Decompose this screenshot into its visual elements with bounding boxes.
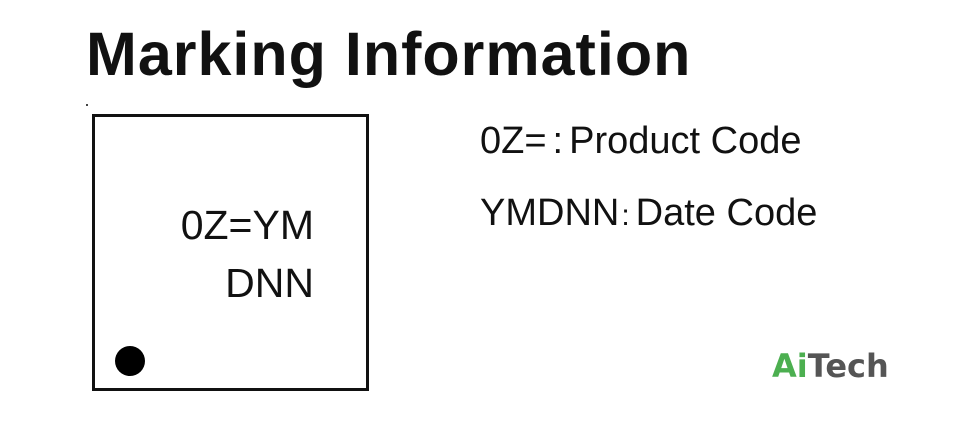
legend-separator: :	[552, 120, 564, 162]
legend-row-product-code: 0Z=:Product Code	[480, 122, 801, 160]
legend-description: Product Code	[569, 120, 802, 162]
chip-marking-line-1: 0Z=YM	[180, 202, 314, 248]
legend-code: 0Z=	[480, 120, 547, 162]
legend-row-date-code: YMDNN:Date Code	[480, 194, 817, 232]
legend-separator: :	[621, 199, 630, 232]
title-word-information: Information	[344, 20, 692, 88]
watermark-part-ai: Ai	[772, 347, 808, 385]
title-word-marking: Marking	[86, 20, 327, 88]
legend-code: YMDNN	[480, 192, 620, 234]
aitech-watermark-logo: AiTech	[772, 350, 889, 382]
watermark-part-tech: Tech	[807, 347, 889, 385]
stray-speck	[86, 104, 88, 106]
chip-marking-line-2: DNN	[225, 260, 314, 306]
legend-description: Date Code	[635, 192, 818, 234]
pin1-indicator-dot	[115, 346, 145, 376]
chip-package-outline: 0Z=YM DNN	[92, 114, 369, 391]
